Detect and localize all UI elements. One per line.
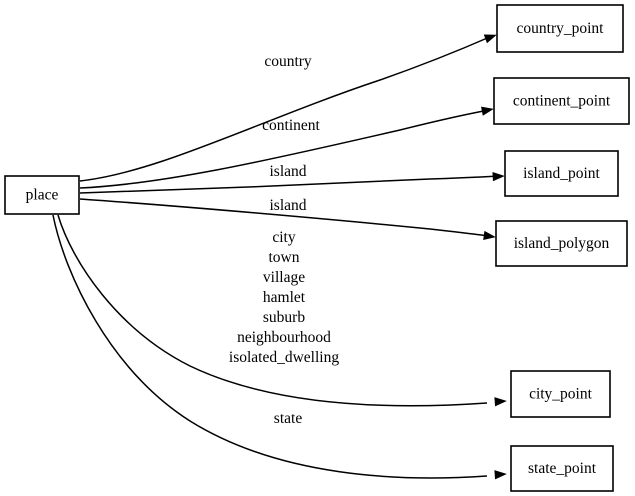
- edge-place-to-island_point: island: [79, 163, 505, 194]
- edge-label-line: continent: [262, 117, 320, 134]
- edge-label-line: town: [269, 249, 300, 266]
- edge-place-to-island_polygon: island: [79, 197, 496, 241]
- edge-place-to-state_point: state: [52, 214, 507, 480]
- edge-label-line: neighbourhood: [237, 329, 331, 346]
- target-node-box[interactable]: [510, 445, 614, 492]
- target-node-box[interactable]: [510, 370, 611, 418]
- edge-label: state: [274, 410, 303, 427]
- node-label: island_point: [523, 165, 600, 182]
- edge-line: [79, 198, 492, 237]
- edge-label-line: island: [269, 163, 306, 180]
- node-label: place: [26, 187, 59, 204]
- edge-label: country: [264, 53, 312, 70]
- edge-label-line: village: [263, 269, 305, 286]
- node-country_point[interactable]: country_point: [496, 4, 624, 53]
- edge-line: [79, 109, 490, 189]
- arrowhead-icon: [494, 397, 507, 407]
- edge-label: island: [269, 197, 306, 214]
- edge-line: [79, 175, 501, 194]
- arrowhead-icon: [492, 171, 505, 182]
- edge-label: continent: [262, 117, 320, 134]
- arrowhead-icon: [483, 34, 497, 44]
- edge-line: [79, 35, 493, 182]
- node-label: island_polygon: [514, 235, 610, 252]
- source-node-box[interactable]: [4, 175, 80, 215]
- node-label: city_point: [529, 386, 593, 403]
- edge-label-line: city: [272, 229, 295, 246]
- edge-place-to-city_point: city town village hamlet suburb neighbourhood…: [57, 214, 507, 407]
- arrowhead-icon: [483, 230, 496, 241]
- arrowhead-icon: [494, 470, 507, 480]
- node-place[interactable]: place: [4, 175, 80, 215]
- edge-label-line: island: [269, 197, 306, 214]
- edge-line: [57, 214, 488, 407]
- node-state_point[interactable]: state_point: [510, 445, 614, 492]
- target-node-box[interactable]: [493, 77, 630, 125]
- edge-label-line: hamlet: [263, 289, 306, 306]
- target-node-box[interactable]: [496, 4, 624, 53]
- target-node-box[interactable]: [495, 220, 628, 267]
- node-label: continent_point: [513, 93, 611, 110]
- edge-label-line: suburb: [263, 309, 305, 326]
- node-island_polygon[interactable]: island_polygon: [495, 220, 628, 267]
- edge-label: city town village hamlet suburb neighbourhood…: [229, 229, 339, 366]
- edge-place-to-continent_point: continent: [79, 106, 494, 189]
- arrowhead-icon: [481, 106, 494, 116]
- node-continent_point[interactable]: continent_point: [493, 77, 630, 125]
- edge-line: [52, 214, 488, 479]
- node-label: state_point: [528, 460, 597, 477]
- node-island_point[interactable]: island_point: [504, 150, 619, 197]
- edge-label: island: [269, 163, 306, 180]
- edge-place-to-country_point: country: [79, 34, 497, 182]
- target-node-box[interactable]: [504, 150, 619, 197]
- node-city_point[interactable]: city_point: [510, 370, 611, 418]
- node-label: country_point: [517, 20, 605, 37]
- edge-label-line: state: [274, 410, 303, 427]
- edge-label-line: isolated_dwelling: [229, 349, 339, 366]
- edge-label-line: country: [264, 53, 312, 70]
